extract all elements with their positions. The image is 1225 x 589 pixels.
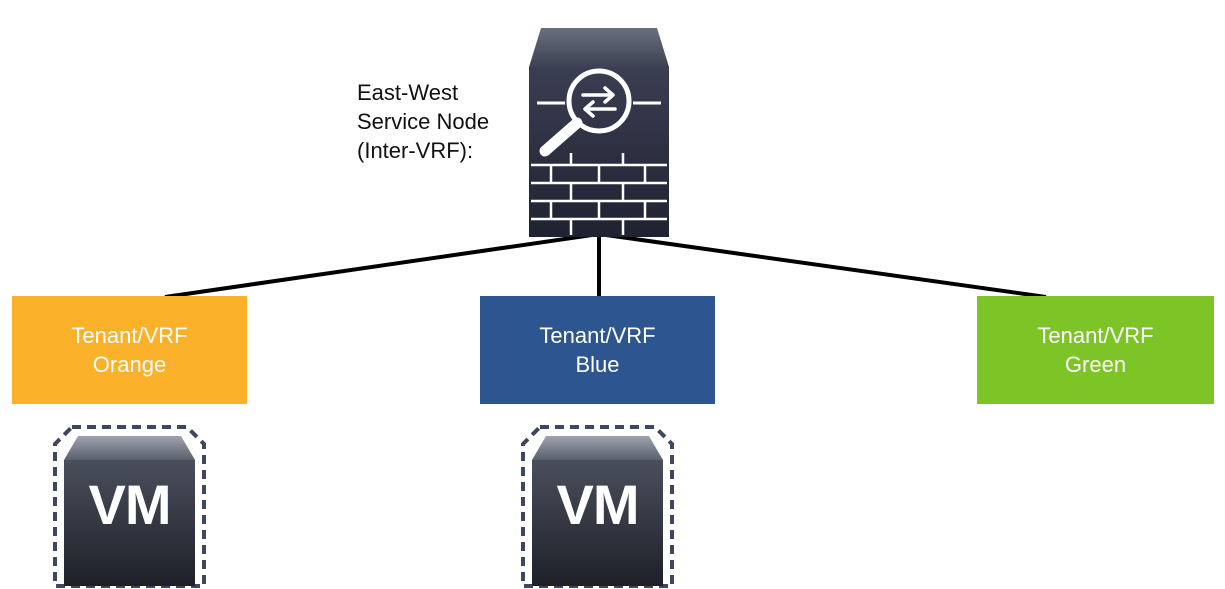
service-node-device xyxy=(527,25,671,239)
firewall-icon xyxy=(529,28,669,237)
vm-orange: VM xyxy=(52,424,207,589)
service-node-label-line: (Inter-VRF): xyxy=(357,138,474,163)
vm-icon xyxy=(521,425,674,588)
tenant-box-blue: Tenant/VRF Blue xyxy=(480,296,715,404)
link-green xyxy=(598,232,1047,299)
service-node-label-line: East-West xyxy=(357,80,459,105)
tenant-name: Green xyxy=(1064,352,1127,377)
link-orange xyxy=(164,232,600,299)
tenant-box-orange: Tenant/VRF Orange xyxy=(12,296,247,404)
tenant-label: Tenant/VRF xyxy=(1037,323,1154,348)
tenant-name: Orange xyxy=(92,352,167,377)
vm-label: VM xyxy=(556,473,640,536)
tenant-label: Tenant/VRF xyxy=(71,323,188,348)
vm-label: VM xyxy=(88,473,172,536)
service-node-label: East-West Service Node (Inter-VRF): xyxy=(357,78,537,165)
service-node-label-line: Service Node xyxy=(357,109,490,134)
tenant-box-green: Tenant/VRF Green xyxy=(977,296,1214,404)
vm-blue: VM xyxy=(520,424,675,589)
vm-icon xyxy=(53,425,206,588)
tenant-name: Blue xyxy=(575,352,620,377)
tenant-label: Tenant/VRF xyxy=(539,323,656,348)
